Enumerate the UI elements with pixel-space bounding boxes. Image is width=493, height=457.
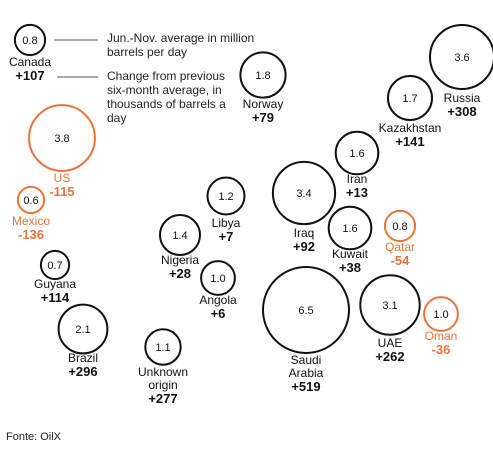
country-label-uae: UAE <box>378 336 403 350</box>
bubble-value-angola: 1.0 <box>210 273 225 285</box>
bubble-circle-iraq <box>271 160 337 226</box>
bubble-circle-russia <box>429 24 493 90</box>
change-label-us: -115 <box>49 184 74 199</box>
bubble-circle-qatar <box>383 209 417 243</box>
change-label-unknown-origin: +277 <box>148 391 177 406</box>
source-note: Fonte: OilX <box>6 431 62 443</box>
bubble-value-oman: 1.0 <box>433 309 448 321</box>
legend-change-text: Change from previous six-month average, … <box>107 69 226 125</box>
country-label-guyana: Guyana <box>34 277 76 291</box>
change-label-saudi-arabia: +519 <box>291 379 320 394</box>
bubble-value-us: 3.8 <box>54 133 69 145</box>
change-label-iran: +13 <box>346 185 368 200</box>
change-label-russia: +308 <box>447 104 476 119</box>
bubble-value-mexico: 0.6 <box>23 195 38 207</box>
bubble-value-iraq: 3.4 <box>296 188 311 200</box>
bubble-circle-iran <box>334 130 380 176</box>
bubble-circle-oman <box>423 296 459 332</box>
bubble-circle-mexico <box>16 185 46 215</box>
bubble-value-saudi-arabia: 6.5 <box>298 305 313 317</box>
change-label-iraq: +92 <box>293 239 315 254</box>
change-label-guyana: +114 <box>41 290 70 305</box>
bubble-circle-uae <box>359 274 421 336</box>
country-label-nigeria: Nigeria <box>161 253 199 267</box>
change-label-mexico: -136 <box>18 227 44 242</box>
bubble-circle-kazakhstan <box>387 75 433 121</box>
change-label-nigeria: +28 <box>169 266 191 281</box>
change-label-norway: +79 <box>252 110 274 125</box>
change-label-oman: -36 <box>432 342 451 357</box>
bubble-value-kazakhstan: 1.7 <box>402 93 417 105</box>
legend-circle-text: Jun.-Nov. average in million barrels per… <box>107 31 255 59</box>
country-label-iran: Iran <box>347 172 368 186</box>
change-label-brazil: +296 <box>68 364 97 379</box>
bubble-circle-unknown-origin <box>144 328 182 366</box>
country-label-mexico: Mexico <box>12 214 50 228</box>
country-label-libya: Libya <box>212 216 241 230</box>
country-label-russia: Russia <box>444 91 481 105</box>
bubble-value-iran: 1.6 <box>349 148 364 160</box>
bubble-value-canada: 0.8 <box>22 35 37 47</box>
change-label-kazakhstan: +141 <box>395 134 424 149</box>
country-label-qatar: Qatar <box>385 240 415 254</box>
bubble-value-nigeria: 1.4 <box>172 230 187 242</box>
country-label-angola: Angola <box>199 293 237 307</box>
bubble-value-norway: 1.8 <box>255 70 270 82</box>
change-label-canada: +107 <box>15 68 44 83</box>
change-label-uae: +262 <box>375 349 404 364</box>
change-label-qatar: -54 <box>391 253 411 268</box>
bubble-circle-brazil <box>57 303 109 355</box>
country-label-kuwait: Kuwait <box>332 247 369 261</box>
bubble-value-kuwait: 1.6 <box>342 223 357 235</box>
bubble-circle-guyana <box>39 249 71 281</box>
bubble-circle-saudi-arabia <box>262 266 350 354</box>
bubble-value-brazil: 2.1 <box>75 324 90 336</box>
bubble-value-guyana: 0.7 <box>47 260 62 272</box>
bubble-us: 3.8US-115 <box>28 104 96 199</box>
country-label-us: US <box>54 171 71 185</box>
bubble-value-libya: 1.2 <box>218 191 233 203</box>
country-label-canada: Canada <box>9 55 51 69</box>
bubble-circle-kuwait <box>327 205 373 251</box>
bubble-value-russia: 3.6 <box>454 52 469 64</box>
bubble-circle-canada <box>13 23 47 57</box>
country-label-iraq: Iraq <box>294 226 315 240</box>
bubble-value-uae: 3.1 <box>382 300 397 312</box>
country-label-brazil: Brazil <box>68 351 98 365</box>
bubble-circle-angola <box>200 260 236 296</box>
bubble-value-qatar: 0.8 <box>392 221 407 233</box>
bubble-value-unknown-origin: 1.1 <box>155 342 170 354</box>
change-label-libya: +7 <box>219 229 234 244</box>
bubble-circle-us <box>28 104 96 172</box>
bubble-circle-norway <box>239 51 287 99</box>
change-label-kuwait: +38 <box>339 260 361 275</box>
country-label-norway: Norway <box>243 97 284 111</box>
bubble-circle-nigeria <box>159 214 201 256</box>
country-label-kazakhstan: Kazakhstan <box>379 121 442 135</box>
country-label-oman: Oman <box>425 329 458 343</box>
change-label-angola: +6 <box>211 306 226 321</box>
bubble-circle-libya <box>206 176 246 216</box>
